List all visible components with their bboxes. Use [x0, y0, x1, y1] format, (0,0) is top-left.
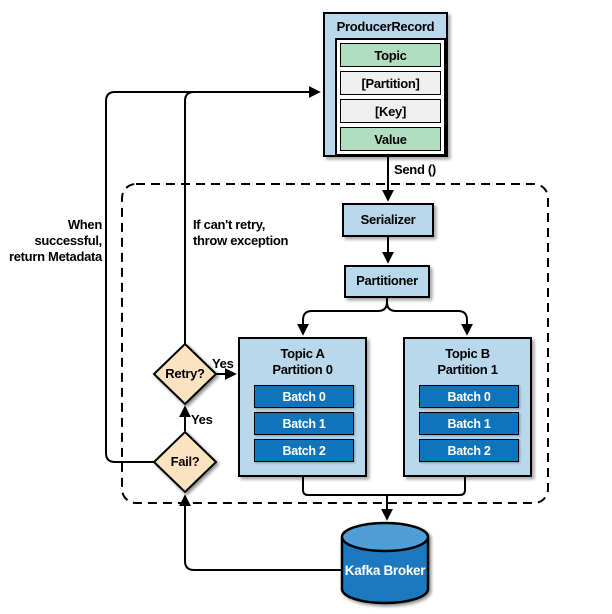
batch-row: Batch 2	[254, 439, 354, 462]
batch-row: Batch 0	[419, 385, 519, 408]
line-topics-merge	[302, 477, 466, 496]
arrow-partitioner-to-topic-b	[386, 298, 473, 336]
partitioner-box: Partitioner	[344, 265, 430, 298]
kafka-broker-label: Kafka Broker	[344, 563, 426, 578]
success-note: When successful, return Metadata	[4, 217, 102, 265]
arrow-success-loop-to-producer-record	[105, 86, 321, 463]
success-note-line2: return Metadata	[8, 249, 102, 264]
batch-row: Batch 0	[254, 385, 354, 408]
field-key: [Key]	[340, 99, 441, 123]
topic-a-title-line2: Partition 0	[272, 362, 333, 378]
field-partition: [Partition]	[340, 71, 441, 95]
success-note-line1: When successful,	[34, 217, 102, 248]
throw-note-line1: If can't retry,	[193, 217, 266, 232]
batch-row: Batch 1	[419, 412, 519, 435]
retry-diamond	[152, 342, 218, 406]
throw-exception-note: If can't retry, throw exception	[193, 217, 288, 249]
line-retry-throw-loop	[184, 91, 245, 345]
producer-record-fields: Topic [Partition] [Key] Value	[335, 38, 446, 156]
topic-a-title-line1: Topic A	[280, 346, 325, 361]
batch-row: Batch 1	[254, 412, 354, 435]
send-label: Send ()	[394, 162, 436, 177]
yes-label-retry-to-topic: Yes	[212, 356, 234, 371]
fail-diamond-label: Fail?	[170, 454, 200, 469]
arrow-broker-to-fail	[179, 494, 342, 571]
throw-note-line2: throw exception	[193, 233, 289, 248]
producer-boundary-dashed-box	[121, 183, 549, 504]
producer-record-title: ProducerRecord	[336, 19, 435, 34]
retry-diamond-label: Retry?	[165, 366, 205, 381]
topic-b-title-line2: Partition 1	[437, 362, 498, 378]
field-topic: Topic	[340, 43, 441, 67]
topic-b-batch-list: Batch 0 Batch 1 Batch 2	[419, 385, 519, 462]
batch-row: Batch 2	[419, 439, 519, 462]
kafka-broker-cylinder	[340, 521, 430, 605]
arrow-partitioner-to-topic-a	[297, 298, 388, 336]
topic-a-partition-box: Topic A Partition 0 Batch 0 Batch 1 Batc…	[238, 337, 367, 477]
field-value: Value	[340, 127, 441, 151]
serializer-box: Serializer	[342, 203, 434, 237]
fail-diamond	[152, 430, 218, 494]
topic-b-partition-box: Topic B Partition 1 Batch 0 Batch 1 Batc…	[403, 337, 532, 477]
topic-a-batch-list: Batch 0 Batch 1 Batch 2	[254, 385, 354, 462]
topic-a-title: Topic A Partition 0	[240, 346, 365, 379]
topic-b-title-line1: Topic B	[445, 346, 490, 361]
producer-record-box: ProducerRecord Topic [Partition] [Key] V…	[323, 12, 448, 157]
topic-b-title: Topic B Partition 1	[405, 346, 530, 379]
yes-label-fail-to-retry: Yes	[191, 412, 213, 427]
